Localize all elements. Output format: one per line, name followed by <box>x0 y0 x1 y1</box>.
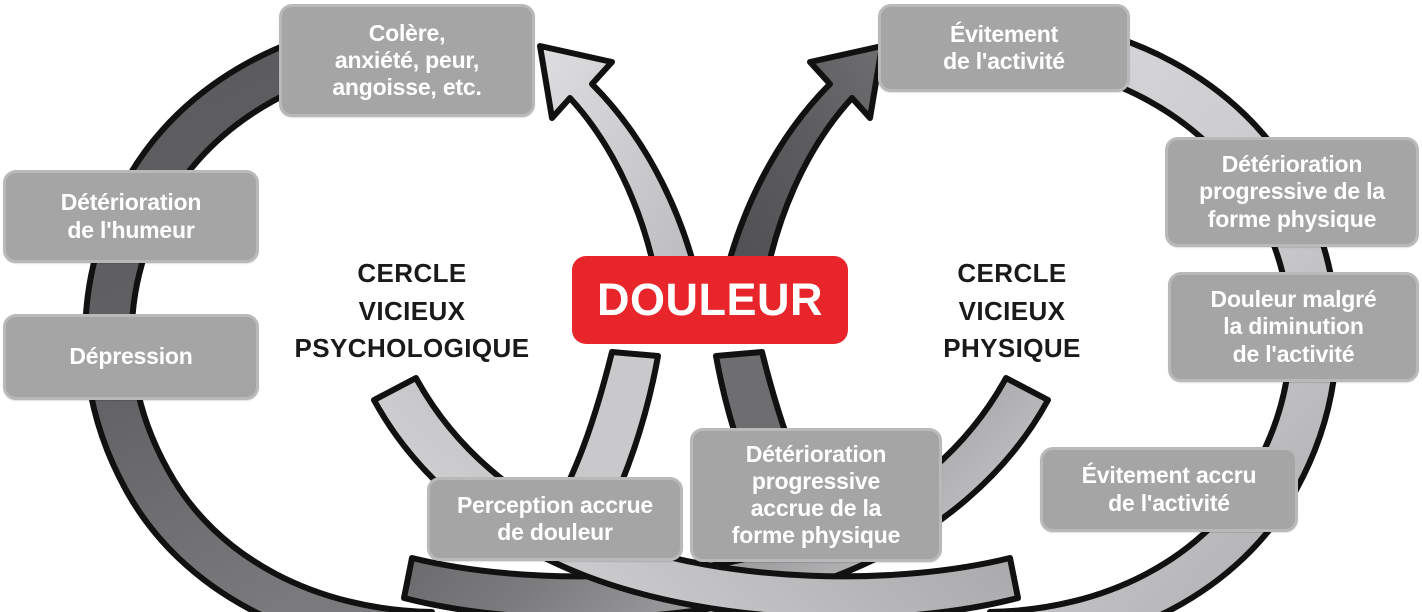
node-colere-anxiete[interactable]: Colère, anxiété, peur, angoisse, etc. <box>279 4 535 117</box>
node-douleur-malgre-diminution-label: Douleur malgré la diminution de l'activi… <box>1210 286 1377 367</box>
node-evitement-accru-activite-label: Évitement accru de l'activité <box>1081 462 1257 516</box>
node-deterioration-progressive-accrue-label: Détérioration progressive accrue de la f… <box>731 440 901 549</box>
node-evitement-activite-label: Évitement de l'activité <box>943 20 1065 74</box>
node-deterioration-humeur[interactable]: Détérioration de l'humeur <box>3 170 259 263</box>
node-perception-accrue-douleur[interactable]: Perception accrue de douleur <box>427 477 683 561</box>
node-depression[interactable]: Dépression <box>3 314 259 400</box>
caption-cercle-vicieux-physique: CERCLE VICIEUX PHYSIQUE <box>943 258 1081 364</box>
node-deterioration-humeur-label: Détérioration de l'humeur <box>60 189 202 243</box>
arrow-to-physical-cycle <box>717 43 885 303</box>
caption-cercle-vicieux-psychologique: CERCLE VICIEUX PSYCHOLOGIQUE <box>294 258 530 364</box>
node-depression-label: Dépression <box>69 343 193 370</box>
node-douleur-malgre-diminution[interactable]: Douleur malgré la diminution de l'activi… <box>1168 272 1419 382</box>
pain-center-label: DOULEUR <box>597 274 823 325</box>
node-deterioration-forme-physique[interactable]: Détérioration progressive de la forme ph… <box>1165 137 1419 247</box>
node-deterioration-forme-physique-label: Détérioration progressive de la forme ph… <box>1199 151 1385 232</box>
node-deterioration-progressive-accrue[interactable]: Détérioration progressive accrue de la f… <box>690 428 942 562</box>
arrow-to-psychological-cycle <box>537 43 705 303</box>
node-colere-anxiete-label: Colère, anxiété, peur, angoisse, etc. <box>332 19 482 101</box>
node-evitement-activite[interactable]: Évitement de l'activité <box>878 4 1130 92</box>
pain-center-box[interactable]: DOULEUR <box>572 256 848 344</box>
node-evitement-accru-activite[interactable]: Évitement accru de l'activité <box>1040 447 1298 532</box>
node-perception-accrue-douleur-label: Perception accrue de douleur <box>456 491 654 545</box>
